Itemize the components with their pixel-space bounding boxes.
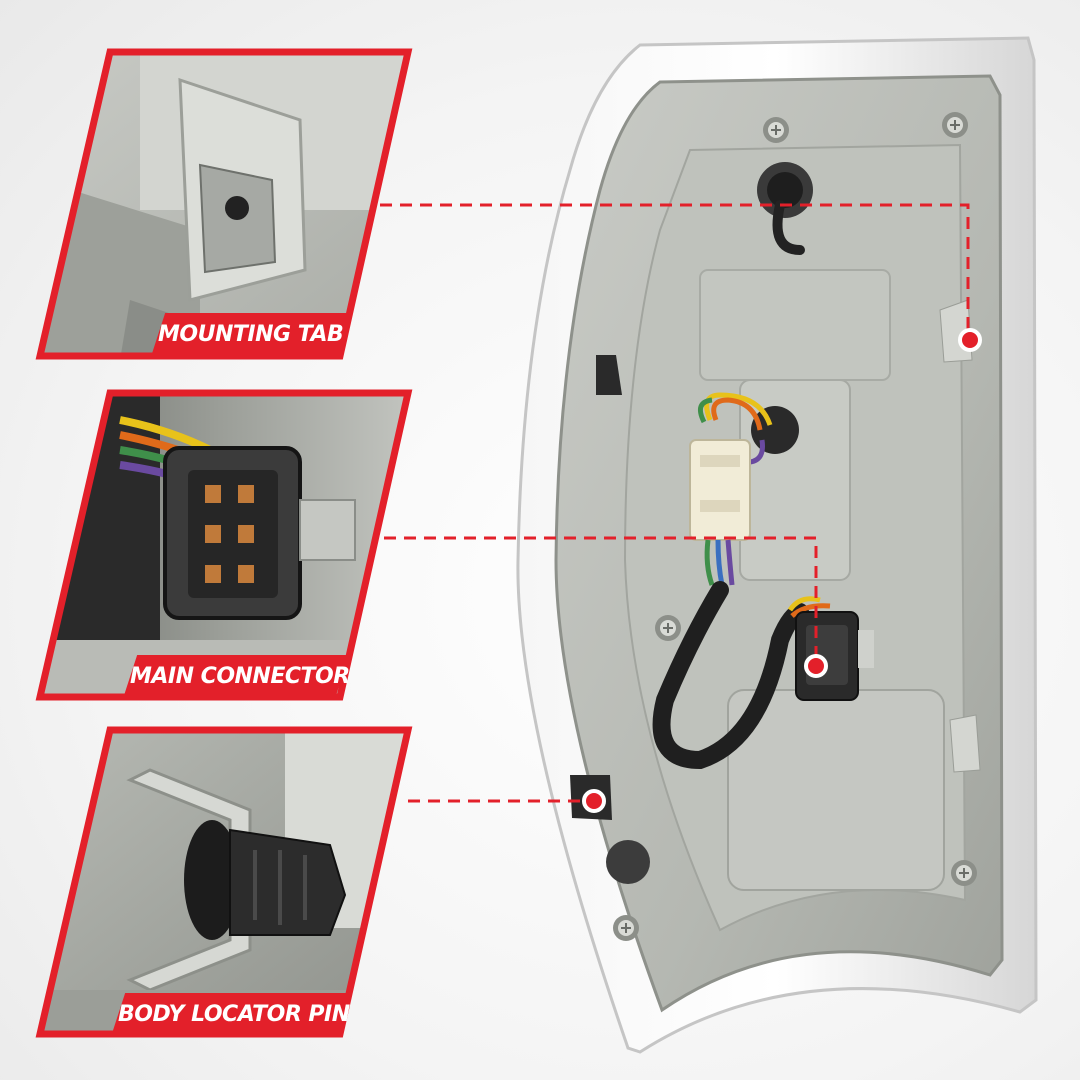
- marker-dot-icon: [582, 789, 606, 813]
- screw-icon: [613, 915, 639, 941]
- tail-light: [516, 36, 1038, 1054]
- screws: [613, 112, 977, 941]
- leader-lines: [380, 203, 970, 803]
- callout-label-mounting-tab: MOUNTING TAB: [150, 313, 352, 357]
- upper-socket-block: [739, 379, 851, 581]
- callout-text: BODY LOCATOR PIN: [118, 1002, 350, 1027]
- callout-text: MOUNTING TAB: [158, 322, 344, 347]
- callout-label-main-connector: MAIN CONNECTOR: [122, 655, 350, 699]
- callout-markers: [582, 328, 982, 813]
- screw-icon: [655, 615, 681, 641]
- screw-icon: [951, 860, 977, 886]
- screw-icon: [763, 117, 789, 143]
- detail-panel-body-locator-pin: [35, 726, 413, 1038]
- marker-dot-icon: [958, 328, 982, 352]
- screw-icon: [942, 112, 968, 138]
- callout-label-body-locator-pin: BODY LOCATOR PIN: [110, 993, 352, 1037]
- ribbed-panel: [699, 269, 891, 381]
- callout-text: MAIN CONNECTOR: [130, 664, 350, 689]
- drain-hole: [606, 840, 650, 884]
- leader-line-main-connector: [384, 536, 818, 665]
- marker-dot-icon: [804, 654, 828, 678]
- detail-panel-main-connector: [35, 389, 413, 701]
- screw-hole-icon: [225, 196, 249, 220]
- leader-line-mounting-tab: [380, 203, 970, 338]
- detail-panel-mounting-tab: [35, 48, 413, 360]
